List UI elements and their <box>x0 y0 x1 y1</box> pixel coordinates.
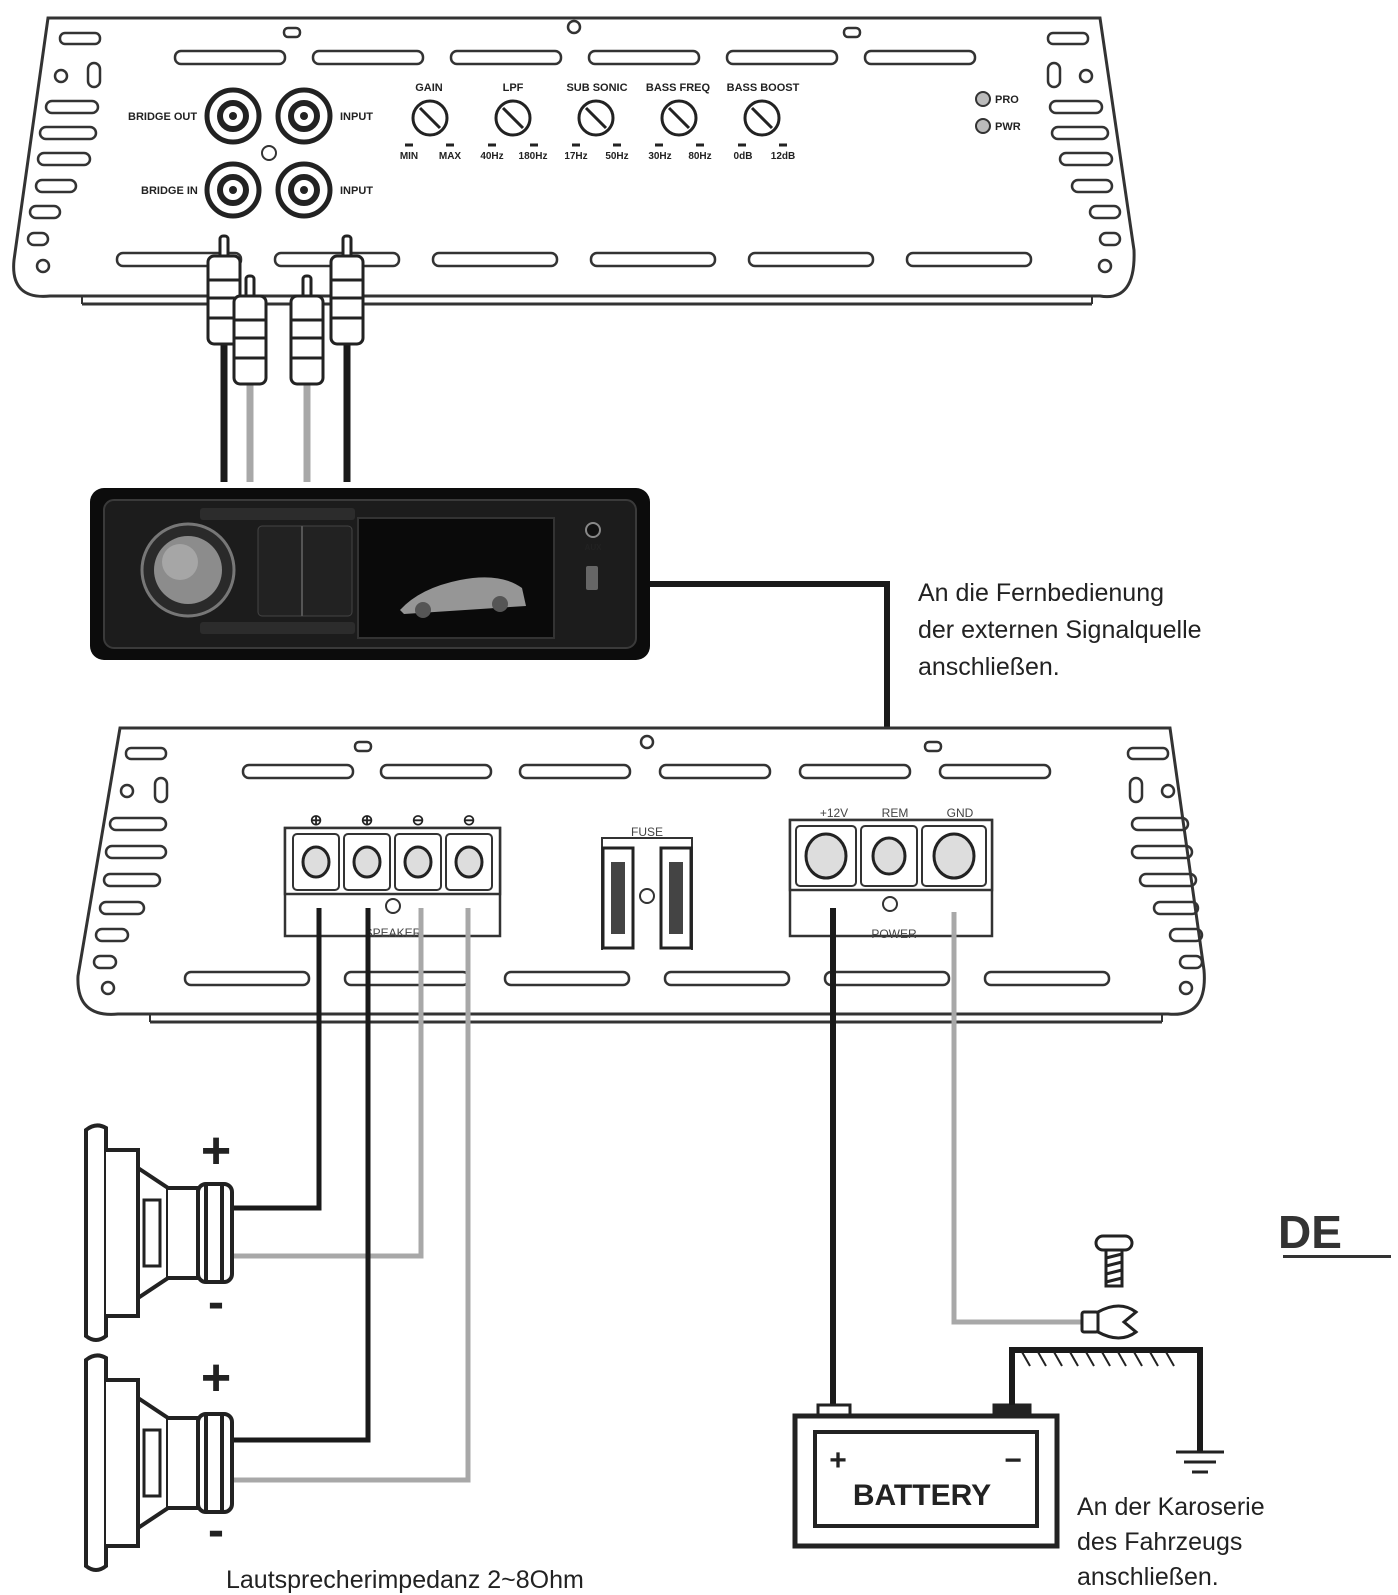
rca-cables <box>206 234 365 482</box>
battery-label: BATTERY <box>853 1479 991 1512</box>
speaker-1 <box>84 1123 234 1342</box>
pro-led-icon <box>975 91 991 107</box>
display-screen <box>357 517 555 639</box>
control-min: 40Hz <box>480 151 503 162</box>
speaker-label: SPEAKER <box>365 926 422 940</box>
remote-note-line-2: der externen Signalquelle <box>918 616 1202 644</box>
rca-jack-bridge-in <box>204 161 262 219</box>
speaker-2 <box>84 1353 234 1572</box>
chassis-note-line-3: anschließen. <box>1077 1563 1219 1591</box>
control-max: 180Hz <box>519 151 548 162</box>
rca-plug <box>329 234 365 346</box>
rem-label: REM <box>882 806 909 820</box>
battery: + − BATTERY <box>792 1403 1060 1549</box>
power-label: POWER <box>871 927 917 941</box>
bridge-symbol-icon <box>261 145 277 161</box>
rca-plug <box>289 274 325 386</box>
top-amplifier: BRIDGE OUT BRIDGE IN INPUT INPUT GAIN MI… <box>12 16 1136 306</box>
control-name: BASS BOOST <box>727 82 800 94</box>
remote-note-line-3: anschließen. <box>918 653 1060 681</box>
gnd-label: GND <box>947 806 974 820</box>
bridge-out-label: BRIDGE OUT <box>128 111 197 123</box>
control-max: MAX <box>439 151 462 162</box>
control-sub-sonic: SUB SONIC 17Hz 50Hz <box>564 82 628 162</box>
language-tag: DE <box>1278 1206 1342 1258</box>
control-min: MIN <box>400 151 418 162</box>
chassis-note-line-2: des Fahrzeugs <box>1077 1528 1243 1556</box>
input-label-2: INPUT <box>340 185 373 197</box>
control-max: 50Hz <box>605 151 628 162</box>
control-min: 17Hz <box>564 151 587 162</box>
vent-slots-bottom <box>92 734 1204 996</box>
rca-jack-input-1 <box>275 87 333 145</box>
speaker-2-minus: - <box>208 1504 224 1557</box>
aux-jack-icon <box>585 522 601 538</box>
aux-label: AUX <box>585 543 603 552</box>
remote-note: An die Fernbedienung der externen Signal… <box>918 575 1202 686</box>
pwr-led-icon <box>975 118 991 134</box>
rca-jack-input-2 <box>275 161 333 219</box>
speaker-polarity-2: ⊕ <box>361 812 374 829</box>
terminal-screw-icon <box>301 845 484 879</box>
bottom-amplifier: ⊕ ⊕ ⊖ ⊖ SPEAKER FUSE <box>76 726 1206 1024</box>
remote-note-line-1: An die Fernbedienung <box>918 579 1165 607</box>
speaker-polarity-1: ⊕ <box>310 812 323 829</box>
speaker-polarity-4: ⊖ <box>463 812 476 829</box>
control-gain: GAIN MIN MAX <box>400 82 462 162</box>
control-max: 80Hz <box>688 151 711 162</box>
speaker-wires <box>230 908 471 1483</box>
control-name: BASS FREQ <box>646 82 711 94</box>
head-unit: AUX <box>90 488 650 660</box>
rca-plug <box>232 274 268 386</box>
chassis-note: An der Karoserie des Fahrzeugs anschließ… <box>1077 1490 1265 1595</box>
rca-plug <box>206 234 242 346</box>
speaker-1-plus: + <box>201 1122 231 1180</box>
control-min: 0dB <box>734 151 753 162</box>
control-name: SUB SONIC <box>566 82 627 94</box>
battery-plus: + <box>829 1444 847 1477</box>
control-min: 30Hz <box>648 151 671 162</box>
control-name: GAIN <box>415 82 443 94</box>
input-label-1: INPUT <box>340 111 373 123</box>
speaker-2-plus: + <box>201 1349 231 1407</box>
speaker-1-minus: - <box>208 1276 224 1329</box>
bridge-in-label: BRIDGE IN <box>141 185 198 197</box>
control-bass-boost: BASS BOOST 0dB 12dB <box>727 82 800 162</box>
chassis-ground <box>1009 1347 1224 1474</box>
language-tag-underline <box>1283 1255 1391 1258</box>
control-bass-freq: BASS FREQ 30Hz 80Hz <box>646 82 712 162</box>
ground-wire <box>951 912 1082 1325</box>
control-name: LPF <box>503 82 524 94</box>
plus12v-label: +12V <box>820 806 848 820</box>
speaker-polarity-3: ⊖ <box>412 812 425 829</box>
ring-terminal-icon <box>1080 1304 1139 1340</box>
fuse-holder: FUSE <box>601 825 693 950</box>
terminal-screw-icon <box>804 832 976 880</box>
fuse-label: FUSE <box>631 825 663 839</box>
impedance-note: Lautsprecherimpedanz 2~8Ohm <box>226 1566 584 1594</box>
battery-minus: − <box>1004 1444 1022 1477</box>
control-lpf: LPF 40Hz 180Hz <box>480 82 547 162</box>
chassis-note-line-1: An der Karoserie <box>1077 1493 1265 1521</box>
control-max: 12dB <box>771 151 795 162</box>
pro-label: PRO <box>995 94 1019 106</box>
power-terminal-block: +12V REM GND POWER <box>788 806 994 941</box>
rca-jack-bridge-out <box>204 87 262 145</box>
screw-icon <box>1094 1234 1134 1288</box>
pwr-label: PWR <box>995 121 1021 133</box>
ground-symbol-icon <box>1176 1450 1224 1474</box>
